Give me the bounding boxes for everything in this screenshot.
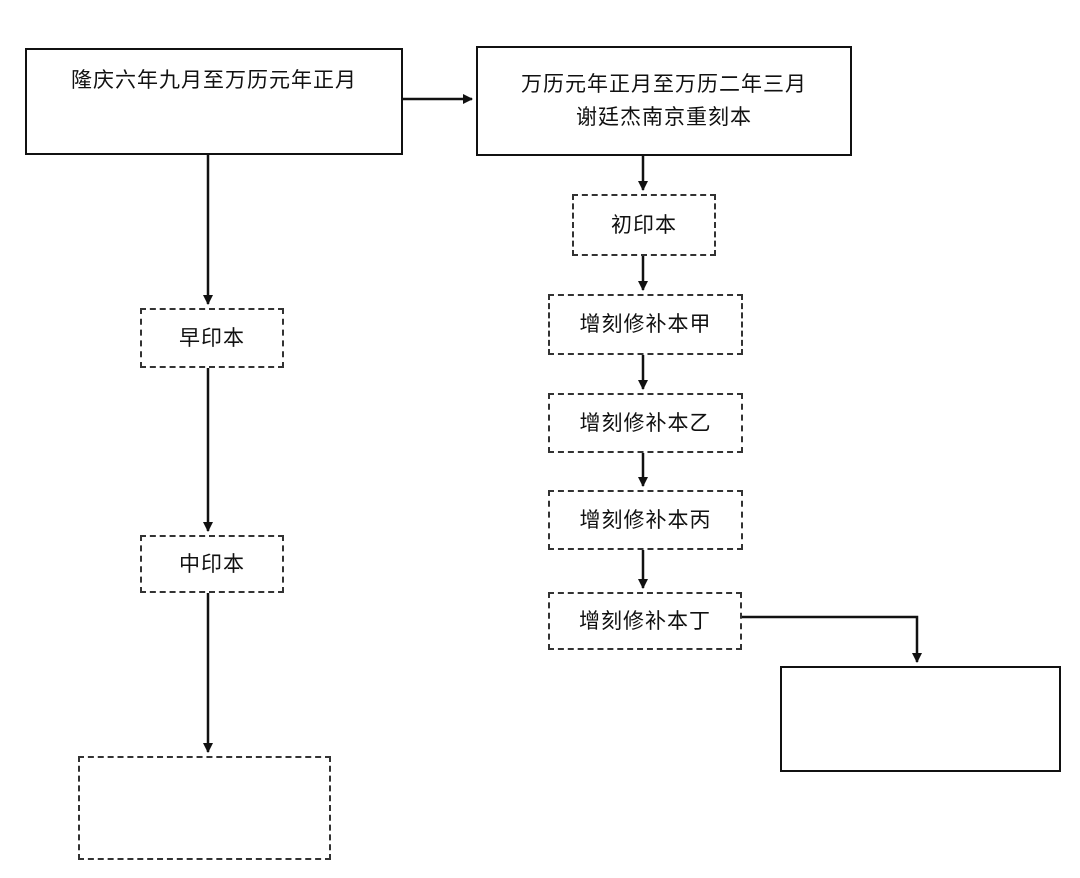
node-supplement-d-label: 增刻修补本丁 xyxy=(579,608,711,633)
node-middle-printing: 中印本 xyxy=(140,535,284,593)
node-supplement-b-label: 增刻修补本乙 xyxy=(579,410,712,435)
node-supplement-a-label: 增刻修补本甲 xyxy=(579,312,712,337)
node-longqing-edition: 隆庆六年九月至万历元年正月 xyxy=(25,48,403,155)
node-longqing-edition-line-1: 隆庆六年九月至万历元年正月 xyxy=(71,68,357,92)
node-supplement-a: 增刻修补本甲 xyxy=(548,294,743,355)
node-middle-printing-label: 中印本 xyxy=(179,551,245,576)
node-right-bottom-blank xyxy=(780,666,1061,772)
node-wanli-nanjing-recut-line-1: 万历元年正月至万历二年三月 xyxy=(521,72,807,97)
node-wanli-nanjing-recut: 万历元年正月至万历二年三月 谢廷杰南京重刻本 xyxy=(476,46,852,156)
node-supplement-c-label: 增刻修补本丙 xyxy=(579,507,712,532)
edge-supp-d-to-right-blank xyxy=(742,615,922,663)
node-early-printing: 早印本 xyxy=(140,308,284,368)
node-supplement-c: 增刻修补本丙 xyxy=(548,490,743,550)
node-first-printing-label: 初印本 xyxy=(611,212,677,237)
node-wanli-nanjing-recut-line-2: 谢廷杰南京重刻本 xyxy=(576,105,752,129)
node-early-printing-label: 早印本 xyxy=(179,325,245,350)
node-left-bottom-blank xyxy=(78,756,331,860)
node-supplement-d: 增刻修补本丁 xyxy=(548,592,742,650)
node-first-printing: 初印本 xyxy=(572,194,716,256)
node-supplement-b: 增刻修补本乙 xyxy=(548,393,743,453)
